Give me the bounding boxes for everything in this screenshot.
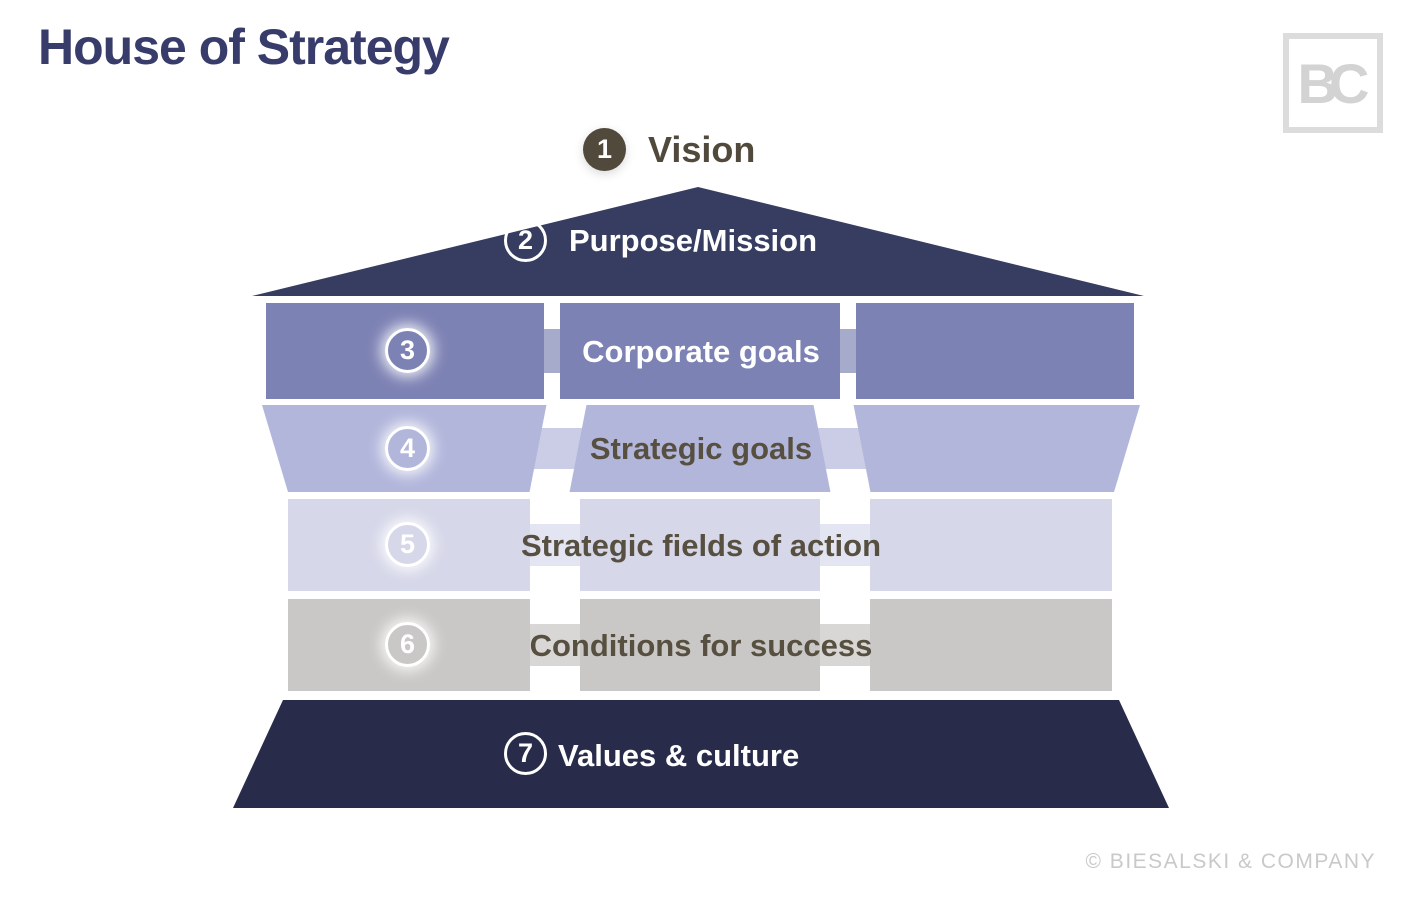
pillar-gap <box>530 499 580 591</box>
level-4-badge: 4 <box>385 426 430 471</box>
level-3-badge: 3 <box>385 328 430 373</box>
level-6-label: Conditions for success <box>529 628 873 663</box>
page-title: House of Strategy <box>38 19 450 75</box>
level-2-label: Purpose/Mission <box>569 223 818 258</box>
level-5-badge: 5 <box>385 522 430 567</box>
pillar-gap <box>820 499 870 591</box>
pillar-gap <box>820 599 870 691</box>
level-1-badge: 1 <box>583 128 626 171</box>
level-1-label: Vision <box>648 129 756 170</box>
level-7-badge: 7 <box>504 732 547 775</box>
pillar-gap <box>814 405 871 492</box>
pillar-gap <box>530 405 587 492</box>
pillar-gap <box>544 303 560 399</box>
level-5-label: Strategic fields of action <box>520 528 882 563</box>
copyright-text: © BIESALSKI & COMPANY <box>1085 850 1376 873</box>
pillar-gap <box>840 303 856 399</box>
level-6-badge: 6 <box>385 622 430 667</box>
pillar-gap <box>530 599 580 691</box>
level-3-label: Corporate goals <box>582 334 820 369</box>
logo-monogram: BC <box>1297 51 1370 115</box>
company-logo: BC <box>1283 33 1383 133</box>
level-4-label: Strategic goals <box>589 431 813 466</box>
level-7-label: Values & culture <box>558 738 800 773</box>
band-values-culture <box>233 700 1169 808</box>
level-2-badge: 2 <box>504 219 547 262</box>
